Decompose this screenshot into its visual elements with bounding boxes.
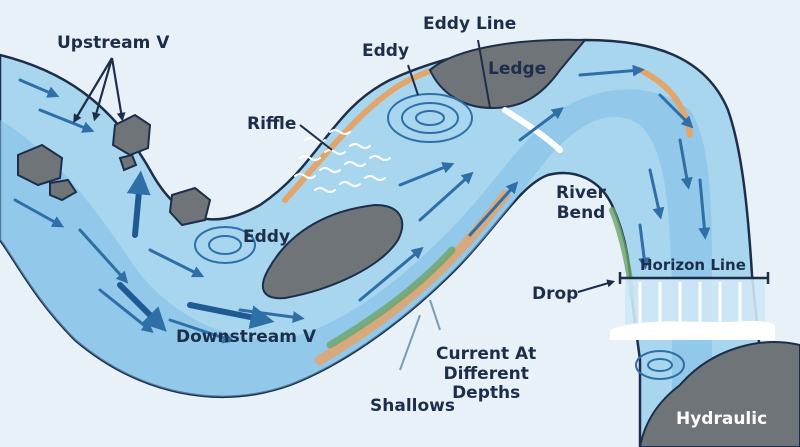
label-horizon-line: Horizon Line	[640, 256, 746, 274]
label-pointers	[299, 39, 616, 371]
wave-lines-icon	[294, 129, 391, 193]
swirl-icon	[194, 93, 685, 380]
label-river-bend: River Bend	[556, 183, 606, 223]
label-ledge: Ledge	[488, 59, 547, 79]
label-riffle: Riffle	[247, 114, 297, 134]
label-hydraulic: Hydraulic	[676, 409, 768, 429]
upstream-v-pointer	[73, 57, 126, 124]
label-downstream-v: Downstream V	[176, 327, 317, 347]
label-current-line1: Current At	[436, 344, 537, 364]
moss-bank	[326, 246, 456, 349]
label-current-at-different-depths: Current At Different Depths	[436, 344, 537, 404]
label-current-line2: Different	[443, 363, 529, 384]
label-shallows: Shallows	[370, 396, 455, 416]
label-river-bend-line1: River	[556, 183, 606, 203]
rock-icon	[17, 38, 800, 447]
label-current-line3: Depths	[452, 383, 521, 404]
drop-falls	[610, 278, 775, 340]
label-eddy-top: Eddy	[362, 41, 410, 61]
downstream-v-arrows	[117, 170, 275, 332]
eddy-line-foam	[502, 107, 563, 153]
label-drop: Drop	[532, 284, 579, 304]
label-upstream-v: Upstream V	[57, 33, 170, 53]
label-eddy-middle: Eddy	[243, 227, 291, 247]
label-eddy-line: Eddy Line	[423, 14, 517, 34]
label-river-bend-line2: Bend	[556, 202, 606, 223]
